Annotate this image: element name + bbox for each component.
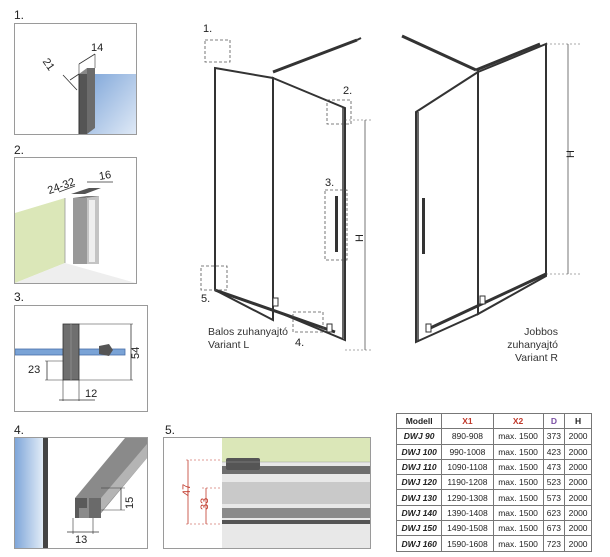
variant-l-caption: Balos zuhanyajtó Variant L xyxy=(208,326,288,352)
step-number-3: 3. xyxy=(14,290,25,304)
cell-model: DWJ 140 xyxy=(395,504,443,522)
detail-1-drawing: 21 14 xyxy=(40,42,136,134)
detail-4-dim-a: 15 xyxy=(124,497,136,509)
header-h: H xyxy=(564,412,592,430)
detail-4-drawing: 15 13 xyxy=(15,438,147,548)
main-height-label: H xyxy=(354,234,366,242)
cell-x2: max. 1500 xyxy=(492,443,544,460)
cell-x2: max. 1500 xyxy=(492,458,544,476)
callout-4: 4. xyxy=(295,337,304,349)
cell-h: 2000 xyxy=(564,520,592,537)
detail-panel-3: 54 23 12 xyxy=(14,305,148,412)
callout-1: 1. xyxy=(203,23,212,35)
cell-model: DWJ 130 xyxy=(395,489,443,506)
detail-5-dim-b: 33 xyxy=(199,498,211,510)
cell-model: DWJ 90 xyxy=(395,428,443,445)
cell-x1: 1490-1508 xyxy=(441,520,494,537)
cell-model: DWJ 100 xyxy=(395,443,443,460)
cell-x2: max. 1500 xyxy=(492,428,544,445)
detail-panel-2: 24-32 16 xyxy=(14,157,137,284)
cell-h: 2000 xyxy=(564,504,592,522)
cell-x2: max. 1500 xyxy=(492,520,544,537)
cell-model: DWJ 160 xyxy=(395,535,443,552)
cell-x1: 1190-1208 xyxy=(441,474,494,491)
cell-x2: max. 1500 xyxy=(492,535,544,552)
cell-x2: max. 1500 xyxy=(492,489,544,506)
cell-h: 2000 xyxy=(564,443,592,460)
cell-h: 2000 xyxy=(564,474,592,491)
cell-d: 573 xyxy=(542,489,566,506)
detail-3-drawing: 54 23 12 xyxy=(15,323,142,401)
callout-2: 2. xyxy=(343,85,352,97)
cell-d: 523 xyxy=(542,474,566,491)
cell-x1: 1290-1308 xyxy=(441,489,494,506)
detail-panel-5: 47 33 xyxy=(163,437,371,549)
detail-1-dim-a: 21 xyxy=(40,56,57,73)
detail-panel-4: 15 13 xyxy=(14,437,148,549)
step-number-4: 4. xyxy=(14,423,25,437)
cell-x2: max. 1500 xyxy=(492,504,544,522)
spec-table-header-row: Modell X1 X2 D H xyxy=(395,412,592,430)
detail-2-dim-b: 16 xyxy=(98,169,112,183)
cell-x1: 890-908 xyxy=(441,428,494,445)
cell-model: DWJ 120 xyxy=(395,474,443,491)
step-number-1: 1. xyxy=(14,8,25,22)
detail-3-dim-b: 23 xyxy=(28,364,40,376)
variant-r-caption-line2: Variant R xyxy=(515,352,558,364)
header-x2: X2 xyxy=(492,412,544,430)
step-number-5: 5. xyxy=(165,423,176,437)
header-d: D xyxy=(542,412,566,430)
cell-d: 623 xyxy=(542,504,566,522)
variant-r-drawing: H xyxy=(401,34,580,344)
detail-4-dim-b: 13 xyxy=(75,534,87,546)
detail-panel-1: 21 14 xyxy=(14,23,137,135)
cell-x2: max. 1500 xyxy=(492,474,544,491)
cell-x1: 990-1008 xyxy=(441,443,494,460)
variant-l-caption-line1: Balos zuhanyajtó xyxy=(208,326,288,338)
cell-d: 423 xyxy=(542,443,566,460)
variant-l-drawing: H 1. 2. 3. 4. 5. xyxy=(200,23,371,351)
detail-2-drawing: 24-32 16 xyxy=(15,169,136,283)
cell-model: DWJ 110 xyxy=(395,458,443,476)
cell-x1: 1390-1408 xyxy=(441,504,494,522)
detail-5-dim-a: 47 xyxy=(181,484,193,496)
callout-3: 3. xyxy=(325,177,334,189)
cell-d: 473 xyxy=(542,458,566,476)
detail-3-dim-a: 54 xyxy=(130,347,142,359)
right-height-label: H xyxy=(565,150,577,158)
variant-l-caption-line2: Variant L xyxy=(208,339,250,351)
variant-r-caption: Jobbos zuhanyajtó Variant R xyxy=(476,326,558,365)
cell-d: 673 xyxy=(542,520,566,537)
cell-h: 2000 xyxy=(564,458,592,476)
detail-1-dim-b: 14 xyxy=(91,42,103,54)
cell-h: 2000 xyxy=(564,428,592,445)
variant-r-caption-line1: Jobbos zuhanyajtó xyxy=(507,326,558,351)
header-model: Modell xyxy=(395,412,443,430)
cell-h: 2000 xyxy=(564,489,592,506)
cell-x1: 1090-1108 xyxy=(441,458,494,476)
cell-x1: 1590-1608 xyxy=(441,535,494,552)
cell-d: 723 xyxy=(542,535,566,552)
step-number-2: 2. xyxy=(14,143,25,157)
detail-3-dim-c: 12 xyxy=(85,388,97,400)
detail-5-drawing: 47 33 xyxy=(181,438,370,548)
cell-d: 373 xyxy=(542,428,566,445)
header-x1: X1 xyxy=(441,412,494,430)
callout-5: 5. xyxy=(201,293,210,305)
cell-model: DWJ 150 xyxy=(395,520,443,537)
cell-h: 2000 xyxy=(564,535,592,552)
